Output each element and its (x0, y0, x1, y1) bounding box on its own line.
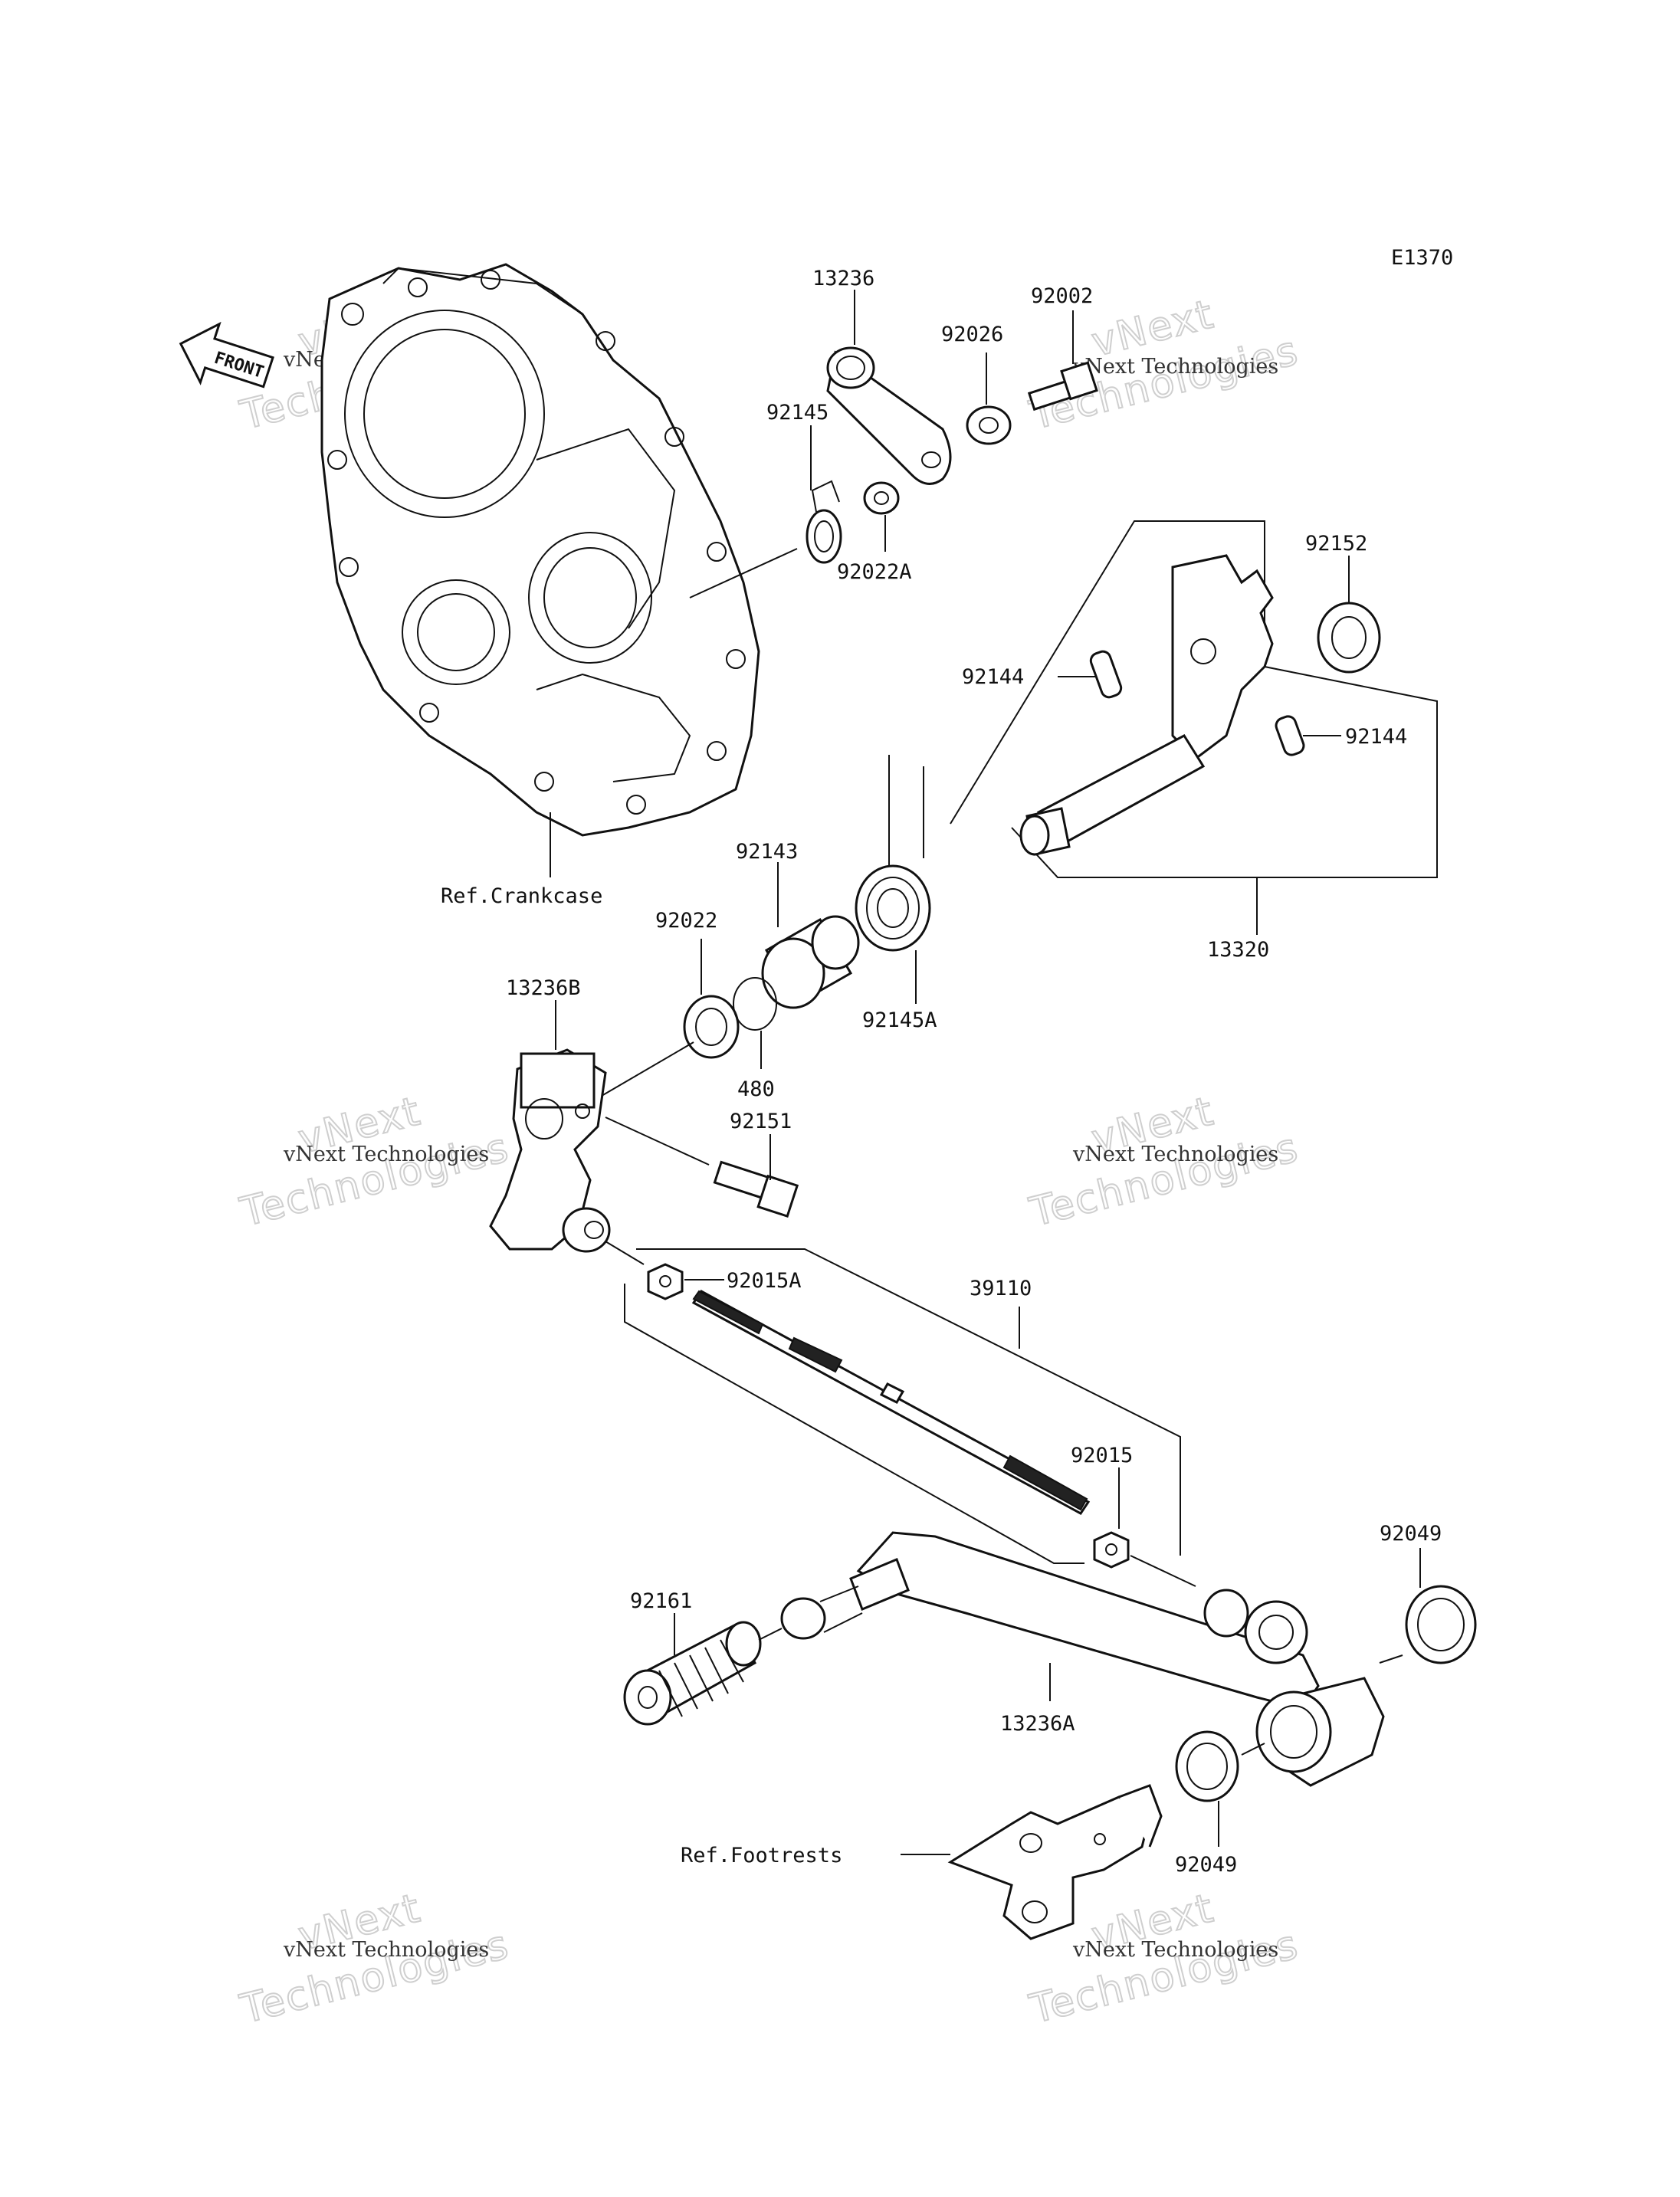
watermark-mid-right: vNext Technologies vNext Technologies (1025, 1087, 1304, 1237)
label-92144-b: 92144 (1345, 725, 1407, 749)
crankcase (320, 263, 798, 877)
part-92144-spring-b (1275, 715, 1305, 756)
watermark-caption: vNext Technologies (1072, 1938, 1278, 1962)
part-92049-seal-a (1405, 1585, 1477, 1664)
label-13236: 13236 (812, 267, 874, 290)
label-480: 480 (737, 1077, 775, 1101)
label-92049-a: 92049 (1380, 1522, 1442, 1546)
label-92022: 92022 (655, 909, 717, 933)
label-39110: 39110 (970, 1277, 1032, 1300)
watermark-caption: vNext Technologies (283, 1143, 489, 1166)
part-92002-bolt (1027, 361, 1098, 412)
part-92161-pedal-rubber (623, 1621, 762, 1726)
label-92015: 92015 (1071, 1444, 1133, 1467)
part-92015a-nut (647, 1263, 684, 1300)
label-ref-crankcase: Ref.Crankcase (441, 884, 602, 908)
label-ref-footrests: Ref.Footrests (681, 1844, 842, 1867)
label-13236b: 13236B (506, 976, 581, 1000)
label-92161: 92161 (630, 1589, 692, 1613)
part-92151-bolt (713, 1160, 799, 1218)
part-480-circlip (733, 977, 777, 1031)
part-13236a-shift-lever (780, 1531, 1385, 1787)
label-92049-b: 92049 (1175, 1853, 1237, 1877)
watermark-caption: vNext Technologies (283, 1938, 489, 1962)
watermark-caption: vNext Technologies (1072, 1143, 1278, 1166)
label-92022a: 92022A (837, 560, 912, 584)
part-92152-seal (1317, 602, 1381, 674)
part-92144-spring-a (1089, 650, 1123, 699)
label-92152: 92152 (1305, 532, 1367, 556)
part-39110-tie-rod (624, 1248, 1181, 1564)
watermark-mid-left: vNext Technologies vNext Technologies (235, 1087, 515, 1237)
label-92002: 92002 (1031, 284, 1093, 308)
part-92145-spring (806, 480, 842, 564)
label-92145: 92145 (766, 401, 829, 425)
part-92049-seal-b (1175, 1730, 1239, 1802)
part-13236b-clamp-arm (489, 1048, 611, 1253)
label-13236a: 13236A (1000, 1712, 1075, 1736)
label-92145a: 92145A (862, 1008, 937, 1032)
part-92022a-washer (863, 481, 900, 515)
part-92015-nut (1093, 1531, 1130, 1569)
part-13320-shaft-assembly (950, 520, 1438, 878)
watermark-caption: vNext Technologies (1072, 355, 1278, 379)
watermark-top-right: vNext Technologies vNext Technologies (1025, 290, 1304, 440)
diagram-code: E1370 (1391, 246, 1453, 270)
label-92026: 92026 (941, 323, 1003, 346)
part-92026-washer (966, 405, 1012, 445)
watermark-bottom-left: vNext Technologies vNext Technologies (235, 1884, 515, 2034)
part-13236-arm (826, 346, 952, 485)
label-13320: 13320 (1207, 938, 1269, 962)
part-92145a-spring (855, 755, 931, 952)
label-92015a: 92015A (727, 1269, 802, 1293)
part-92022-washer (683, 995, 740, 1059)
label-92151: 92151 (730, 1110, 792, 1133)
label-92144-a: 92144 (962, 665, 1024, 689)
footrest-bracket (947, 1784, 1163, 1940)
part-92143-collar (761, 915, 860, 1009)
label-92143: 92143 (736, 840, 798, 864)
